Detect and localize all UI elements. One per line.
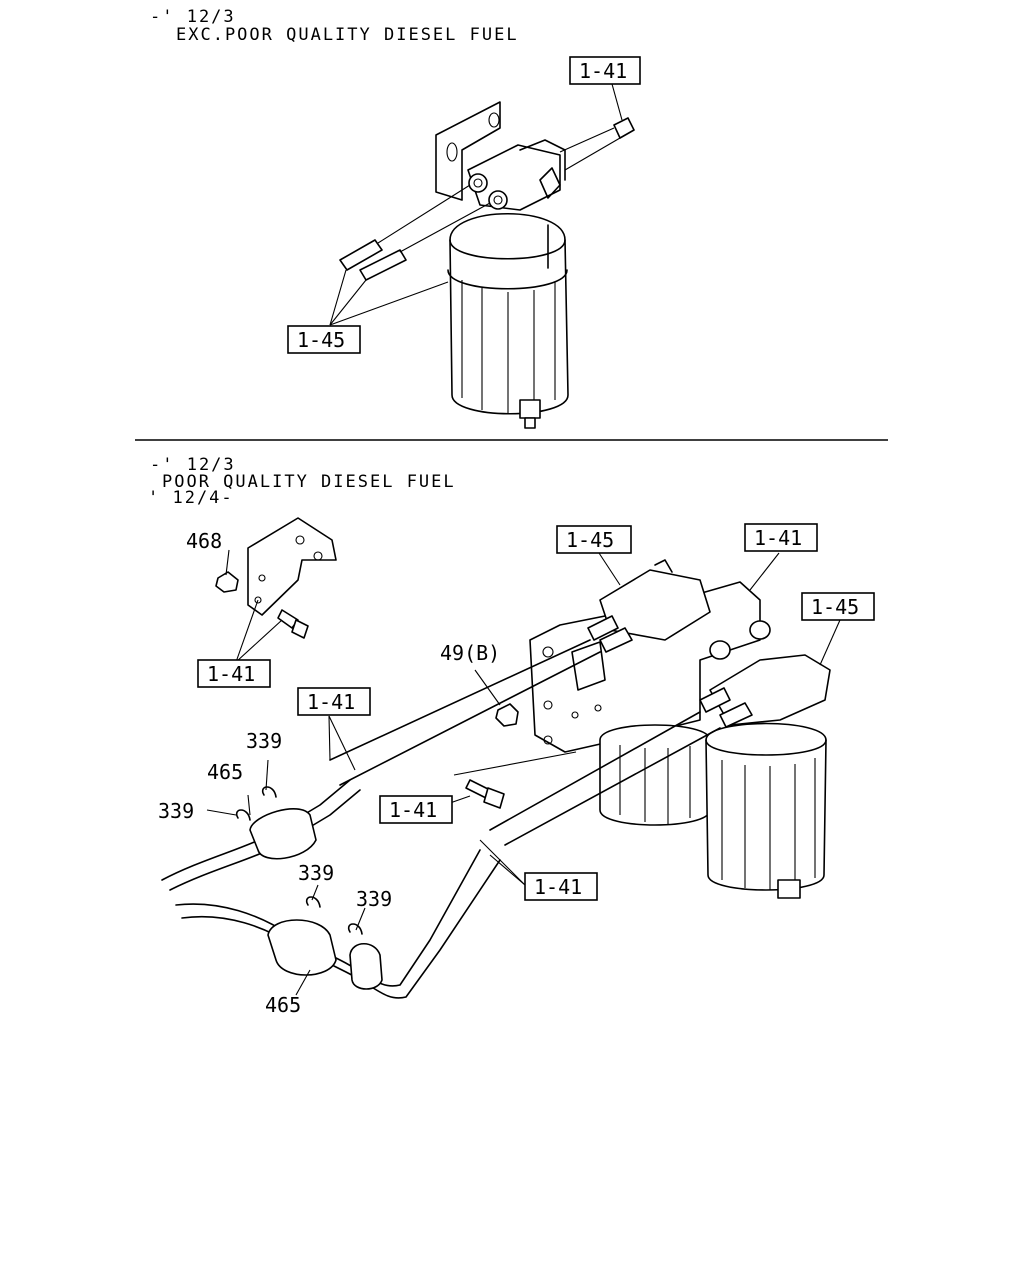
top-callout-1-45-box	[287, 325, 361, 354]
callout-right-1-45: 1-45	[811, 595, 859, 619]
bottom-date-code: -' 12/3	[150, 455, 236, 475]
top-callout-1-41-box	[569, 56, 641, 85]
callout-lower-1-41-box	[524, 872, 598, 901]
bottom-condition: POOR QUALITY DIESEL FUEL	[162, 472, 456, 492]
callout-bracket-1-41: 1-41	[207, 662, 255, 686]
top-condition: EXC.POOR QUALITY DIESEL FUEL	[176, 25, 519, 45]
bottom-bracket-assembly	[215, 517, 337, 663]
bottom-dual-filter-assembly	[161, 552, 841, 999]
callout-left-1-45: 1-45	[566, 528, 614, 552]
callout-bracket-1-41-box	[197, 659, 271, 688]
top-callout-1-41: 1-41	[579, 59, 627, 83]
callout-tube-1-41: 1-41	[307, 690, 355, 714]
top-callout-1-45: 1-45	[297, 328, 345, 352]
callout-left-1-45-box	[556, 525, 632, 554]
callout-lower-1-41: 1-41	[534, 875, 582, 899]
callout-339-b: 339	[158, 799, 194, 823]
callout-339-c: 339	[298, 861, 334, 885]
callout-right-1-41: 1-41	[754, 526, 802, 550]
callout-right-1-41-box	[744, 523, 818, 552]
top-date-code: -' 12/3	[150, 7, 236, 27]
callout-468: 468	[186, 529, 222, 553]
callout-465-a: 465	[207, 760, 243, 784]
callout-49b: 49(B)	[440, 641, 500, 665]
bottom-date-code-2: ' 12/4-	[148, 488, 234, 508]
callout-339-d: 339	[356, 887, 392, 911]
callout-bolt-1-41-box	[379, 795, 453, 824]
top-fuel-filter-assembly	[329, 83, 635, 429]
callout-right-1-45-box	[801, 592, 875, 621]
callout-465-b: 465	[265, 993, 301, 1017]
callout-bolt-1-41: 1-41	[389, 798, 437, 822]
callout-tube-1-41-box	[297, 687, 371, 716]
callout-339-a: 339	[246, 729, 282, 753]
